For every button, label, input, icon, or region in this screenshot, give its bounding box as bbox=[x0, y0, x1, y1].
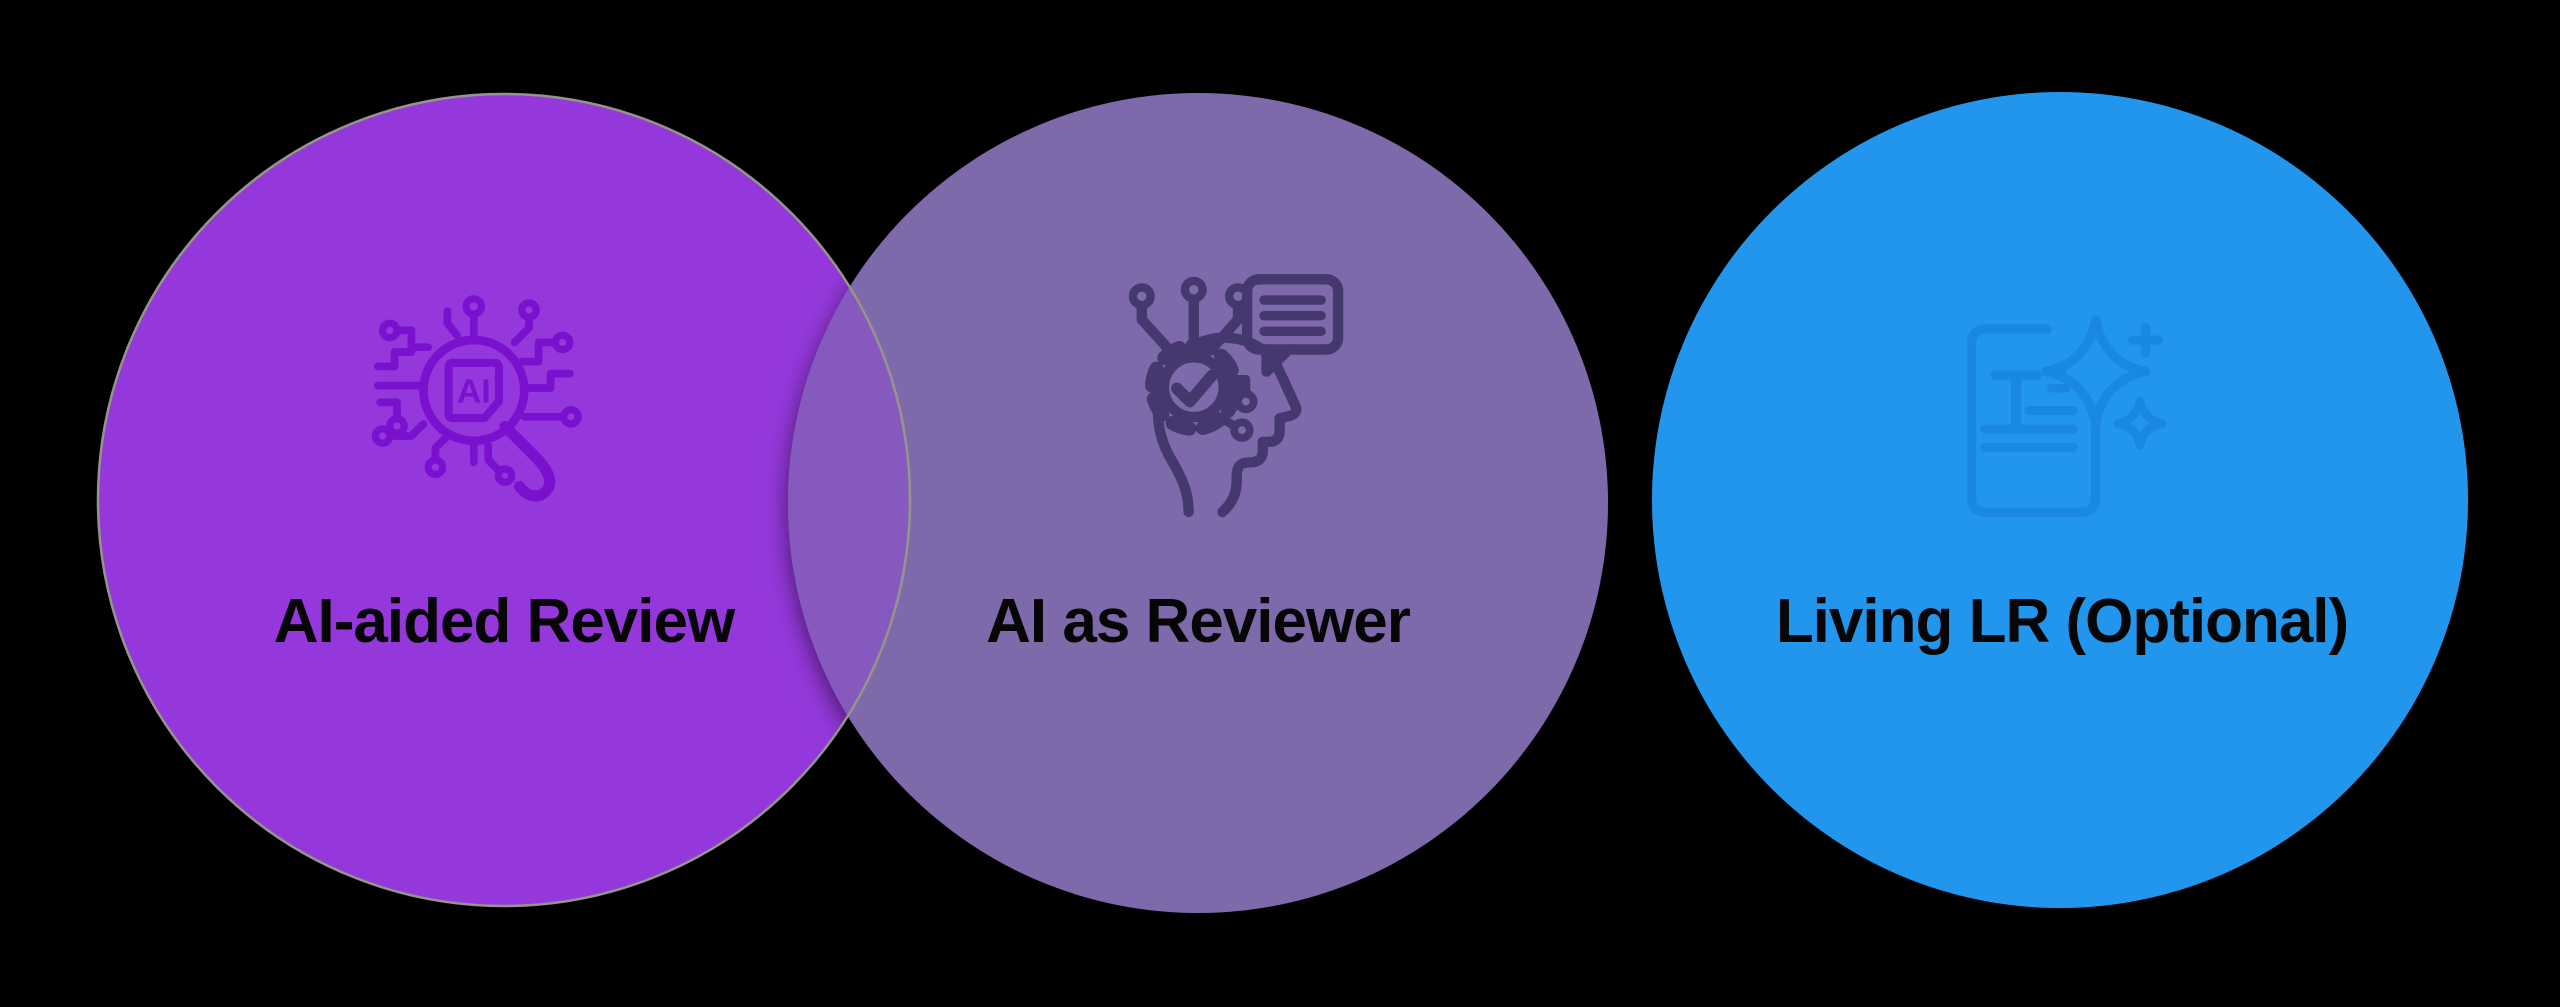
trace-node bbox=[560, 406, 582, 428]
ai-chip bbox=[444, 358, 504, 423]
antenna-right bbox=[1209, 301, 1244, 351]
document-outline bbox=[1967, 324, 2101, 517]
trace-bottom-right bbox=[484, 441, 502, 474]
trace-node bbox=[494, 465, 516, 486]
circle-living-lr bbox=[1652, 92, 2468, 908]
trace-top-right bbox=[510, 314, 533, 347]
circuit-node bbox=[1230, 418, 1254, 442]
check-mark bbox=[1171, 369, 1218, 408]
ai-reviewer-head-icon bbox=[1128, 274, 1344, 518]
trace-top-left bbox=[443, 307, 461, 340]
trace-left-2 bbox=[373, 348, 416, 371]
speech-bubble-tail bbox=[1261, 344, 1294, 377]
ai-chip-magnifier-icon: AI bbox=[371, 295, 582, 502]
label-ai-as-reviewer: AI as Reviewer bbox=[986, 587, 1411, 656]
trace-node bbox=[518, 299, 540, 321]
trace-node bbox=[551, 331, 574, 354]
text-t-glyph bbox=[1990, 370, 2042, 429]
trace-left-4 bbox=[376, 398, 401, 421]
gear-ring bbox=[1145, 338, 1243, 436]
antenna-node bbox=[1128, 283, 1155, 310]
document-sparkle-icon bbox=[1967, 315, 2167, 517]
label-living-lr: Living LR (Optional) bbox=[1776, 587, 2348, 656]
sparkle-large bbox=[2041, 315, 2151, 429]
label-ai-aided-review: AI-aided Review bbox=[274, 587, 736, 656]
trace-node bbox=[424, 456, 447, 479]
trace-right-2 bbox=[520, 369, 574, 392]
antenna-node bbox=[1180, 276, 1207, 303]
ai-chip-text: AI bbox=[457, 373, 491, 410]
circle-ai-aided-review bbox=[98, 94, 910, 906]
circle-ai-as-reviewer bbox=[788, 93, 1608, 913]
trace-left-1 bbox=[393, 326, 433, 352]
sparkle-small bbox=[2113, 396, 2167, 450]
gear-inner-circle bbox=[1158, 352, 1229, 423]
trace-bottom-left bbox=[431, 429, 454, 463]
circle1-outline bbox=[96, 92, 912, 908]
trace-node bbox=[462, 295, 486, 318]
circuit-node bbox=[1234, 389, 1258, 414]
head-circuit-2 bbox=[1212, 411, 1238, 430]
head-circuit-1 bbox=[1225, 374, 1251, 397]
trace-left-5 bbox=[386, 420, 428, 440]
trace-right-1 bbox=[517, 338, 559, 366]
antenna-left bbox=[1136, 301, 1173, 354]
sparkle-plus bbox=[2127, 322, 2164, 358]
magnifier-handle bbox=[499, 420, 556, 502]
